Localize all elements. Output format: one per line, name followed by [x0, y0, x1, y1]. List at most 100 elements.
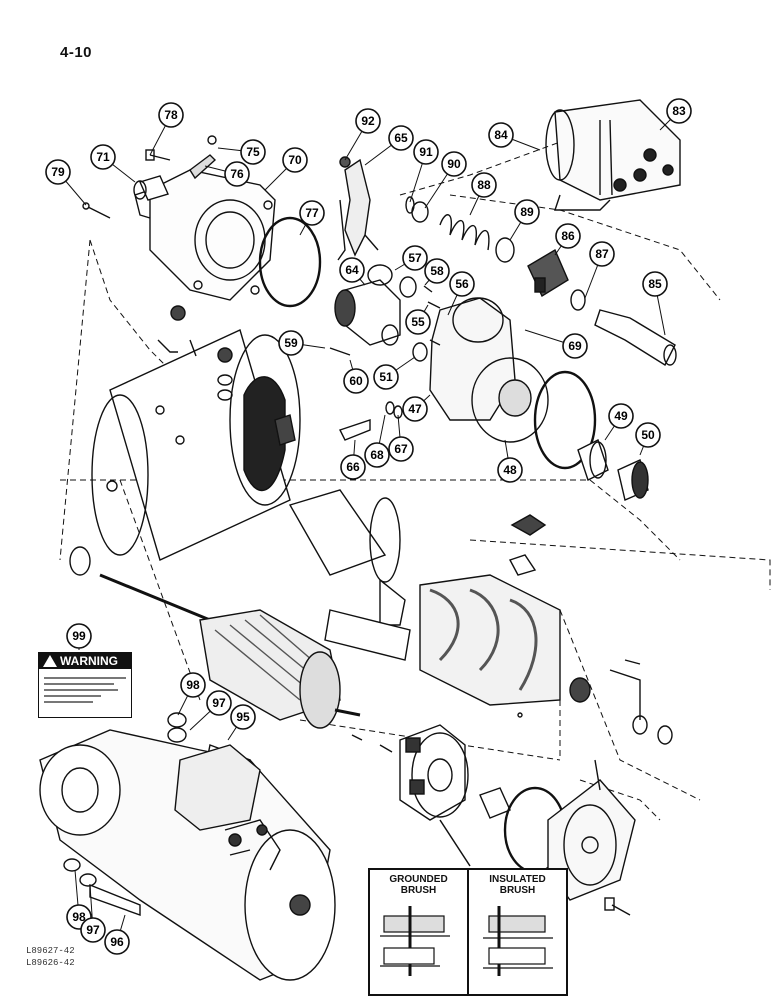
callout-number: 88: [477, 178, 491, 192]
callout-bubble: [224, 161, 250, 187]
callout-number: 64: [345, 263, 359, 277]
callout-number: 87: [595, 247, 609, 261]
bushings-49-50: [577, 439, 649, 501]
callout-bubble: [104, 929, 130, 955]
callout-bubble: [158, 102, 184, 128]
grounded-brush-label: GROUNDED BRUSH: [389, 874, 448, 896]
callout-bubble: [339, 257, 365, 283]
callout-bubble: [441, 151, 467, 177]
callout-number: 85: [648, 277, 662, 291]
callout-number: 71: [96, 150, 110, 164]
commutator-end-cap: [547, 759, 636, 916]
callout-number: 98: [186, 678, 200, 692]
assembled-starter: [39, 729, 336, 981]
callout-bubble: [240, 139, 266, 165]
callout-bubble: [514, 199, 540, 225]
brush-holder-plate: [399, 724, 469, 821]
callout-bubble: [278, 330, 304, 356]
callout-number: 70: [288, 153, 302, 167]
terminal-hardware: [508, 514, 673, 745]
o-ring-77: [258, 216, 322, 308]
callout-number: 56: [455, 277, 469, 291]
callout-bubble: [635, 422, 661, 448]
field-shoe: [288, 489, 406, 626]
callout-number: 77: [305, 206, 319, 220]
callout-bubble: [471, 172, 497, 198]
warning-triangle-icon: [43, 655, 57, 667]
callout-bubble: [364, 442, 390, 468]
callout-bubble: [299, 200, 325, 226]
warning-text-lines: [39, 669, 131, 711]
callout-bubble: [608, 403, 634, 429]
callout-number: 92: [361, 114, 375, 128]
field-frame: [91, 329, 301, 561]
page-number: 4-10: [60, 44, 93, 61]
grounded-brush-drawing: [380, 906, 450, 976]
callout-bubble: [488, 122, 514, 148]
callout-number: 65: [394, 131, 408, 145]
boot-rod: [594, 309, 677, 367]
plunger: [527, 248, 586, 311]
callout-bubble: [405, 309, 431, 335]
callout-bubble: [343, 368, 369, 394]
callout-number: 49: [614, 409, 628, 423]
insulated-brush-drawing: [483, 906, 553, 976]
callout-number: 90: [447, 157, 461, 171]
callout-bubble: [45, 159, 71, 185]
callout-bubble: [562, 333, 588, 359]
warning-label: WARNING: [60, 654, 118, 668]
callout-number: 59: [284, 336, 298, 350]
callout-number: 60: [349, 374, 363, 388]
callout-number: 96: [110, 935, 124, 949]
dashed-group-outlines: [59, 119, 771, 821]
inset-leader: [439, 819, 471, 867]
callout-number: 91: [419, 145, 433, 159]
warning-decal: WARNING: [38, 652, 132, 718]
callout-number: 89: [520, 205, 534, 219]
brush-inset: GROUNDED BRUSH INSULATED BRUSH: [368, 868, 568, 996]
callout-bubble: [388, 436, 414, 462]
drive-housing: [134, 169, 276, 301]
callout-number: 55: [411, 315, 425, 329]
callout-number: 84: [494, 128, 508, 142]
callout-bubble: [666, 98, 692, 124]
drive-pinion: [334, 264, 417, 346]
callout-number: 66: [346, 460, 360, 474]
callout-bubble: [355, 108, 381, 134]
callout-bubble: [589, 241, 615, 267]
solenoid-assembly: [545, 99, 681, 211]
callout-number: 51: [379, 370, 393, 384]
callout-number: 57: [408, 251, 422, 265]
bushing-and-screws: [82, 135, 217, 219]
callout-bubble: [413, 139, 439, 165]
callout-number: 68: [370, 448, 384, 462]
plunger-spring: [405, 196, 515, 263]
callout-number: 99: [72, 629, 86, 643]
callout-number: 69: [568, 339, 582, 353]
callout-number: 83: [672, 104, 686, 118]
callout-number: 58: [430, 264, 444, 278]
figure-code-2: L89626-42: [26, 958, 75, 968]
insulated-brush-label: INSULATED BRUSH: [489, 874, 546, 896]
callout-bubble: [90, 144, 116, 170]
callout-number: 67: [394, 442, 408, 456]
callout-bubble: [282, 147, 308, 173]
callout-bubble: [66, 623, 92, 649]
callout-bubble: [642, 271, 668, 297]
armature: [99, 573, 361, 729]
callout-bubble: [402, 396, 428, 422]
callout-number: 97: [212, 696, 226, 710]
callout-number: 95: [236, 710, 250, 724]
callout-bubble: [80, 917, 106, 943]
figure-code-1: L89627-42: [26, 946, 75, 956]
callout-bubble: [180, 672, 206, 698]
callout-number: 97: [86, 923, 100, 937]
callouts: 7875767179707792659190888483898687855758…: [45, 98, 692, 955]
callout-bubble: [449, 271, 475, 297]
callout-bubble: [340, 454, 366, 480]
callout-number: 75: [246, 145, 260, 159]
callout-number: 86: [561, 229, 575, 243]
callout-number: 79: [51, 165, 65, 179]
callout-bubble: [555, 223, 581, 249]
callout-bubble: [497, 457, 523, 483]
